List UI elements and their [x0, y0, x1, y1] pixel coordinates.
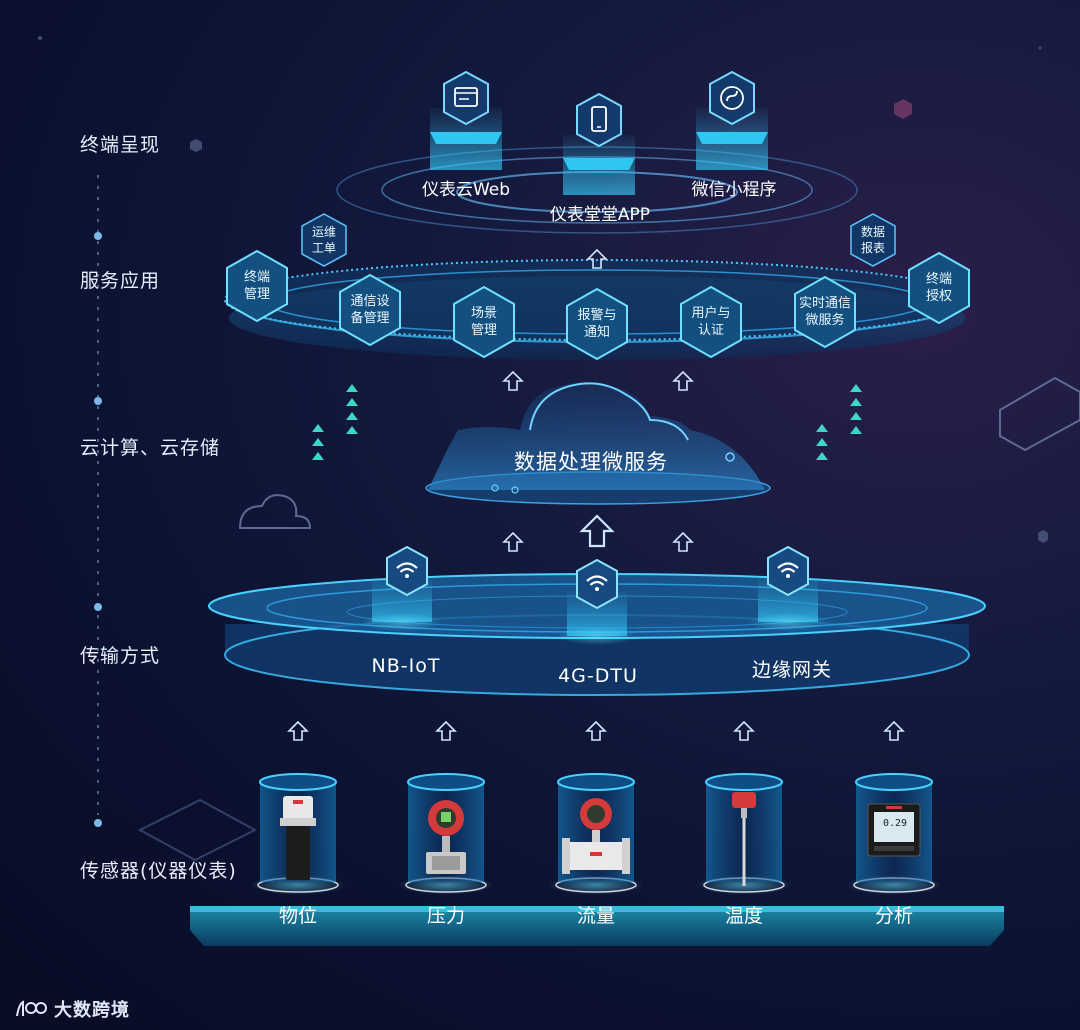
- flow-arrows: [287, 248, 905, 741]
- sensor-label-temperature: 温度: [724, 905, 763, 927]
- sensor-label-analysis: 分析: [874, 905, 913, 927]
- transport-label-gateway: 边缘网关: [751, 659, 832, 681]
- layer-label-transport: 传输方式: [80, 645, 161, 667]
- temperature-sensor: [732, 792, 756, 886]
- service-text: 通信设: [350, 294, 390, 309]
- service-text: 用户与: [691, 306, 731, 321]
- wifi-icon: [384, 545, 430, 597]
- service-text: 终端: [243, 270, 270, 285]
- service-node-data-report: 数据报表: [848, 212, 898, 268]
- brand-logo: 大数跨境: [14, 996, 130, 1022]
- brand-logo-icon: [16, 1000, 47, 1017]
- decorative-shapes: [38, 36, 1080, 862]
- electromagnetic-flowmeter: [562, 798, 630, 874]
- wifi-icon: [574, 558, 620, 610]
- service-text: 工单: [311, 241, 336, 255]
- service-text: 备管理: [350, 311, 390, 326]
- upload-triangles: [312, 384, 862, 460]
- service-text: 授权: [925, 289, 952, 304]
- transport-label-4gdtu: 4G-DTU: [558, 665, 638, 687]
- analyzer-reading: 0.29: [882, 818, 908, 829]
- service-text: 管理: [243, 287, 270, 302]
- service-text: 报警与: [577, 308, 617, 323]
- service-node-terminal-management: 终端管理: [224, 249, 290, 323]
- layer-label-terminal: 终端呈现: [80, 134, 161, 156]
- sensor-base: [190, 906, 1004, 946]
- sensor-label-level: 物位: [278, 905, 317, 927]
- service-node-terminal-auth: 终端授权: [906, 251, 972, 325]
- service-text: 认证: [697, 323, 724, 338]
- layer-timeline: [94, 175, 102, 827]
- transport-label-nbiot: NB-IoT: [371, 655, 441, 677]
- service-text: 运维: [311, 225, 336, 239]
- sensor-label-pressure: 压力: [426, 905, 465, 927]
- analyzer-display: [867, 803, 921, 857]
- layer-label-cloud: 云计算、云存储: [80, 437, 221, 459]
- service-text: 场景: [470, 306, 497, 321]
- service-text: 报表: [860, 241, 885, 255]
- service-text: 微服务: [805, 313, 845, 328]
- service-text: 通知: [583, 325, 610, 340]
- service-node-alarm: 报警与通知: [564, 287, 630, 361]
- sensor-label-flow: 流量: [576, 905, 615, 927]
- browser-icon: [441, 70, 491, 126]
- service-node-scene: 场景管理: [451, 285, 517, 359]
- service-text: 终端: [925, 272, 952, 287]
- mobile-phone-icon: [574, 92, 624, 148]
- service-node-realtime-comm: 实时通信微服务: [792, 275, 858, 349]
- mini-program-icon: [707, 70, 757, 126]
- service-node-user-auth: 用户与认证: [678, 285, 744, 359]
- wifi-icon: [765, 545, 811, 597]
- service-node-comm-device: 通信设备管理: [337, 273, 403, 347]
- terminal-label-app: 仪表堂堂APP: [549, 205, 651, 225]
- terminal-label-web: 仪表云Web: [421, 180, 511, 200]
- cloud-label: 数据处理微服务: [514, 450, 668, 474]
- service-text: 实时通信: [798, 296, 851, 311]
- service-text: 管理: [470, 323, 497, 338]
- terminal-label-miniprogram: 微信小程序: [691, 180, 777, 200]
- service-text: 数据: [860, 225, 885, 239]
- pressure-transmitter: [426, 800, 466, 874]
- ultrasonic-level-meter: [280, 796, 316, 880]
- brand-name: 大数跨境: [54, 1000, 130, 1021]
- layer-label-sensors: 传感器(仪器仪表): [80, 860, 237, 882]
- service-node-ops-ticket: 运维工单: [299, 212, 349, 268]
- cloud-shape: [425, 382, 771, 505]
- layer-label-services: 服务应用: [80, 270, 161, 292]
